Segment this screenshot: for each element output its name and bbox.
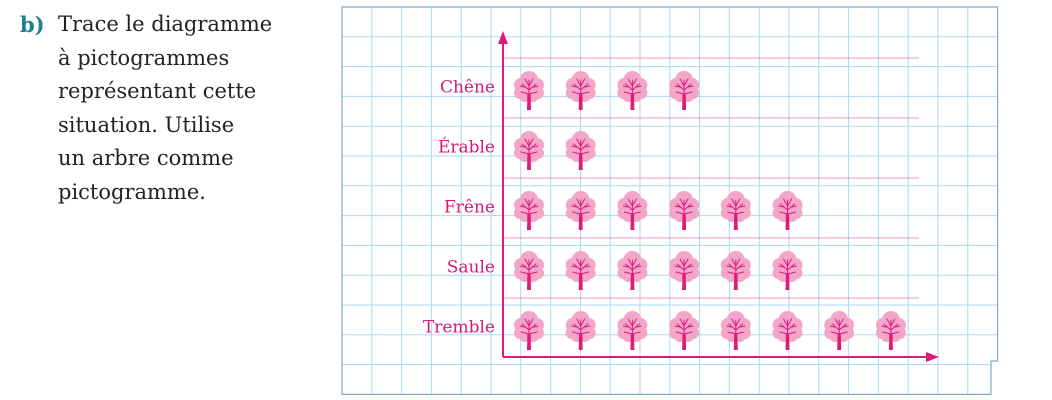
tree-icon bbox=[514, 251, 544, 290]
question-text: Trace le diagramme à pictogrammes représ… bbox=[58, 8, 318, 209]
category-label: Tremble bbox=[423, 318, 495, 338]
question-line: à pictogrammes bbox=[58, 45, 230, 70]
tree-icon bbox=[720, 311, 751, 350]
tree-icon bbox=[565, 131, 596, 170]
tree-icon bbox=[772, 191, 803, 230]
tree-icon bbox=[514, 311, 544, 350]
tree-icon bbox=[875, 311, 906, 350]
category-label: Chêne bbox=[440, 78, 495, 98]
question-line: pictogramme. bbox=[58, 179, 206, 204]
question-line: un arbre comme bbox=[58, 146, 234, 170]
question-line: représentant cette bbox=[58, 79, 257, 103]
tree-icon bbox=[565, 311, 596, 350]
y-axis-arrow bbox=[498, 31, 508, 44]
tree-icon bbox=[824, 311, 855, 350]
grid-border bbox=[341, 6, 999, 395]
tree-icon bbox=[617, 71, 648, 110]
tree-icon bbox=[617, 251, 648, 290]
tree-icon bbox=[617, 311, 648, 350]
tree-icon bbox=[617, 191, 648, 230]
question-line: situation. Utilise bbox=[58, 112, 235, 137]
tree-icon bbox=[669, 191, 700, 230]
category-label: Frêne bbox=[444, 198, 495, 218]
tree-icon bbox=[720, 251, 751, 290]
x-axis-arrow bbox=[926, 352, 939, 362]
tree-icon bbox=[720, 191, 751, 230]
tree-icon bbox=[514, 191, 544, 230]
tree-icon bbox=[514, 131, 544, 170]
question-letter: b) bbox=[20, 12, 45, 37]
question-line: Trace le diagramme bbox=[58, 12, 273, 36]
tree-icon bbox=[669, 311, 700, 350]
category-label: Saule bbox=[447, 258, 495, 278]
tree-icon bbox=[565, 71, 596, 110]
tree-icon bbox=[565, 251, 596, 290]
tree-icon bbox=[669, 251, 700, 290]
tree-icon bbox=[514, 71, 544, 110]
tree-icon bbox=[565, 191, 596, 230]
tree-icon bbox=[772, 251, 803, 290]
tree-icon bbox=[669, 71, 700, 110]
tree-icon bbox=[772, 311, 803, 350]
category-label: Érable bbox=[438, 137, 495, 158]
